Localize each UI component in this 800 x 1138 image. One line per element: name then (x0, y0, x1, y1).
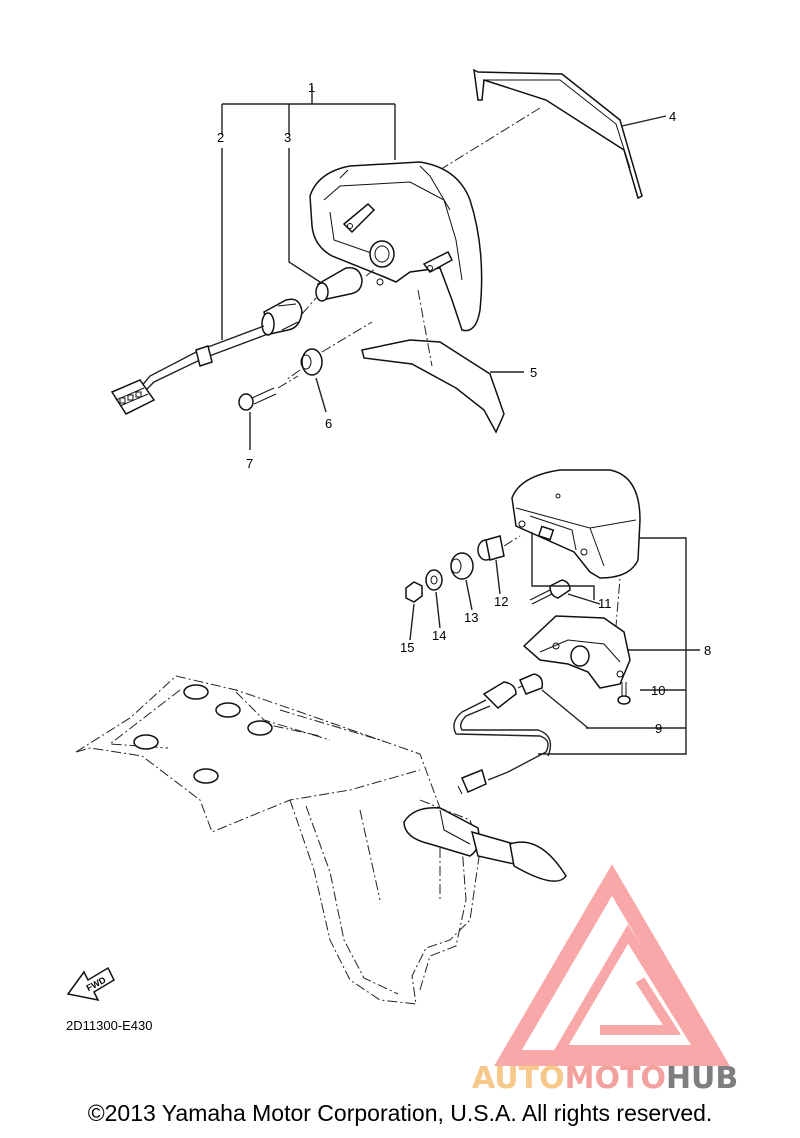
fwd-arrow-icon: FWD (66, 966, 115, 1002)
callout-11: 11 (598, 596, 612, 611)
drawing-code: 2D11300-E430 (66, 1018, 153, 1033)
watermark-moto: MOTO (565, 1061, 666, 1096)
tail-light-assembly-top (110, 68, 667, 450)
watermark-text: AUTOMOTOHUB (472, 1061, 738, 1096)
callout-8: 8 (704, 643, 711, 658)
callout-7: 7 (246, 456, 253, 471)
callout-13: 13 (464, 610, 478, 625)
callout-15: 15 (400, 640, 414, 655)
callout-3: 3 (284, 130, 291, 145)
license-light-assembly (405, 469, 700, 795)
callout-4: 4 (669, 109, 676, 124)
callout-9: 9 (655, 721, 662, 736)
callout-labels: 1 2 3 4 5 6 7 8 9 10 11 12 13 14 15 (217, 80, 711, 736)
watermark-logo (494, 864, 730, 1066)
callout-10: 10 (651, 683, 665, 698)
callout-6: 6 (325, 416, 332, 431)
callout-14: 14 (432, 628, 446, 643)
callout-12: 12 (494, 594, 508, 609)
copyright-notice: ©2013 Yamaha Motor Corporation, U.S.A. A… (87, 1100, 713, 1126)
watermark-auto: AUTO (472, 1061, 565, 1096)
rear-fender (75, 675, 567, 1005)
watermark-hub: HUB (666, 1061, 738, 1096)
callout-5: 5 (530, 365, 537, 380)
callout-2: 2 (217, 130, 224, 145)
callout-1: 1 (308, 80, 315, 95)
